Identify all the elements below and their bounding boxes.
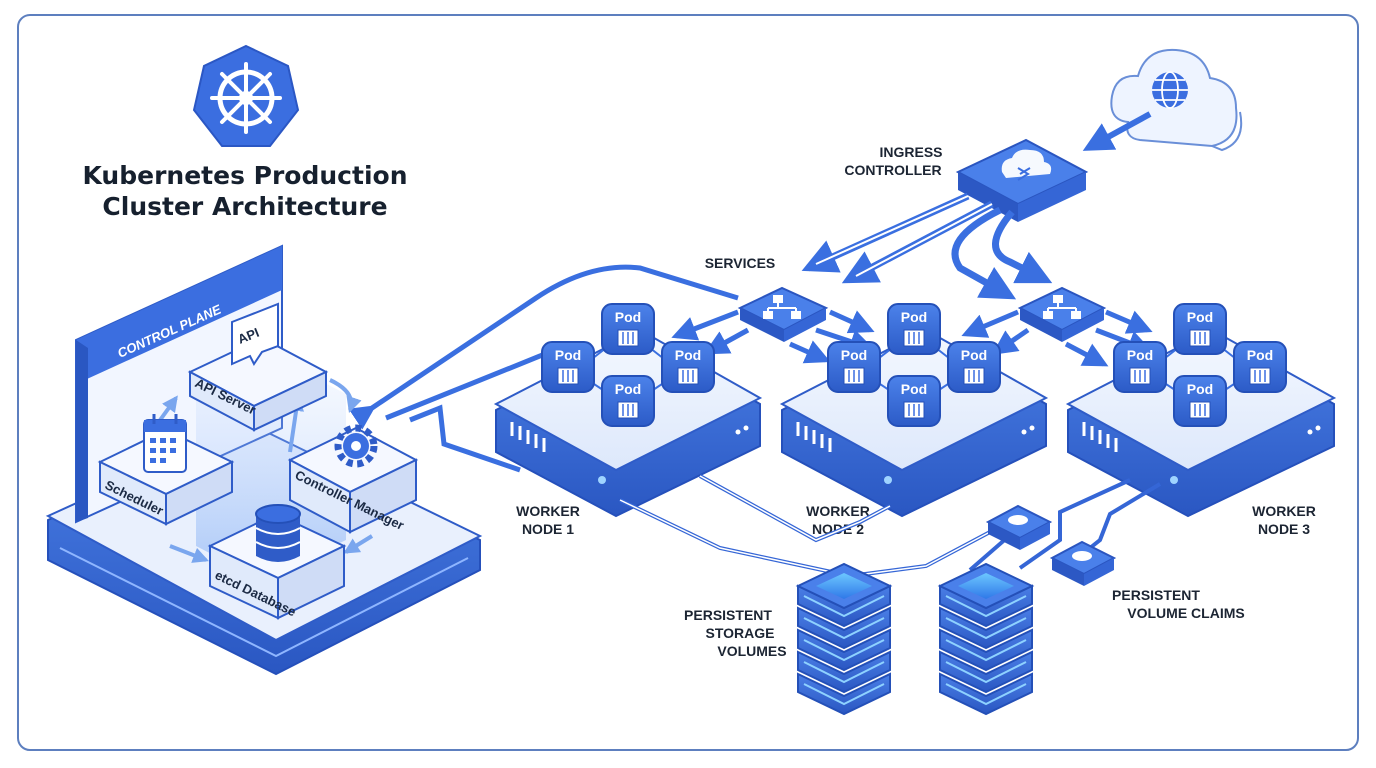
pod-3-2: Pod (1113, 341, 1167, 393)
ingress-controller-box (955, 138, 1089, 222)
storage-label-line2: STORAGE (706, 625, 775, 641)
pod-3-3: Pod (1233, 341, 1287, 393)
worker-node-3-label-line2: NODE 3 (1258, 521, 1310, 537)
pod-3-1: Pod (1173, 303, 1227, 355)
service-switch-icon (1017, 286, 1107, 342)
pod-label: Pod (555, 347, 581, 363)
internet-cloud-icon (1110, 48, 1243, 152)
pvc-disk-icon (985, 504, 1053, 550)
ingress-label-line2: CONTROLLER (844, 162, 941, 178)
service-switch-icon (737, 286, 829, 342)
pod-label: Pod (1127, 347, 1153, 363)
pod-label: Pod (1187, 381, 1213, 397)
storage-volume-stack-1 (795, 562, 893, 716)
storage-label-line1: PERSISTENT (684, 607, 772, 623)
pod-label: Pod (901, 381, 927, 397)
pod-label: Pod (901, 309, 927, 325)
pod-label: Pod (1247, 347, 1273, 363)
ingress-label-line1: INGRESS (879, 144, 942, 160)
pvc-disk-icon (1049, 540, 1117, 586)
pod-2-1: Pod (887, 303, 941, 355)
database-icon (255, 504, 301, 562)
pvc-label-line1: PERSISTENT (1112, 587, 1200, 603)
control-plane (45, 244, 483, 676)
storage-stacks (795, 562, 1035, 716)
pod-1-3: Pod (661, 341, 715, 393)
title-line2: Cluster Architecture (102, 192, 387, 221)
worker-node-1-label-line1: WORKER (516, 503, 580, 519)
pod-1-1: Pod (601, 303, 655, 355)
title-line1: Kubernetes Production (83, 161, 408, 190)
pod-2-4: Pod (887, 375, 941, 427)
pod-label: Pod (615, 309, 641, 325)
pod-label: Pod (675, 347, 701, 363)
pod-label: Pod (615, 381, 641, 397)
calendar-icon (143, 414, 187, 473)
gear-icon (334, 424, 378, 468)
pod-label: Pod (1187, 309, 1213, 325)
storage-label-line3: VOLUMES (717, 643, 786, 659)
internet-arrow (1082, 111, 1152, 151)
worker-node-3-label-line1: WORKER (1252, 503, 1316, 519)
pod-3-4: Pod (1173, 375, 1227, 427)
pod-2-3: Pod (947, 341, 1001, 393)
kubernetes-logo-icon (192, 44, 300, 147)
pod-label: Pod (961, 347, 987, 363)
worker-node-1-label-line2: NODE 1 (522, 521, 574, 537)
pod-1-2: Pod (541, 341, 595, 393)
worker-node-2-label-line1: WORKER (806, 503, 870, 519)
pod-2-2: Pod (827, 341, 881, 393)
services-label: SERVICES (705, 255, 776, 271)
pod-label: Pod (841, 347, 867, 363)
pvc-label-line2: VOLUME CLAIMS (1127, 605, 1244, 621)
storage-volume-stack-2 (937, 562, 1035, 716)
pod-1-4: Pod (601, 375, 655, 427)
